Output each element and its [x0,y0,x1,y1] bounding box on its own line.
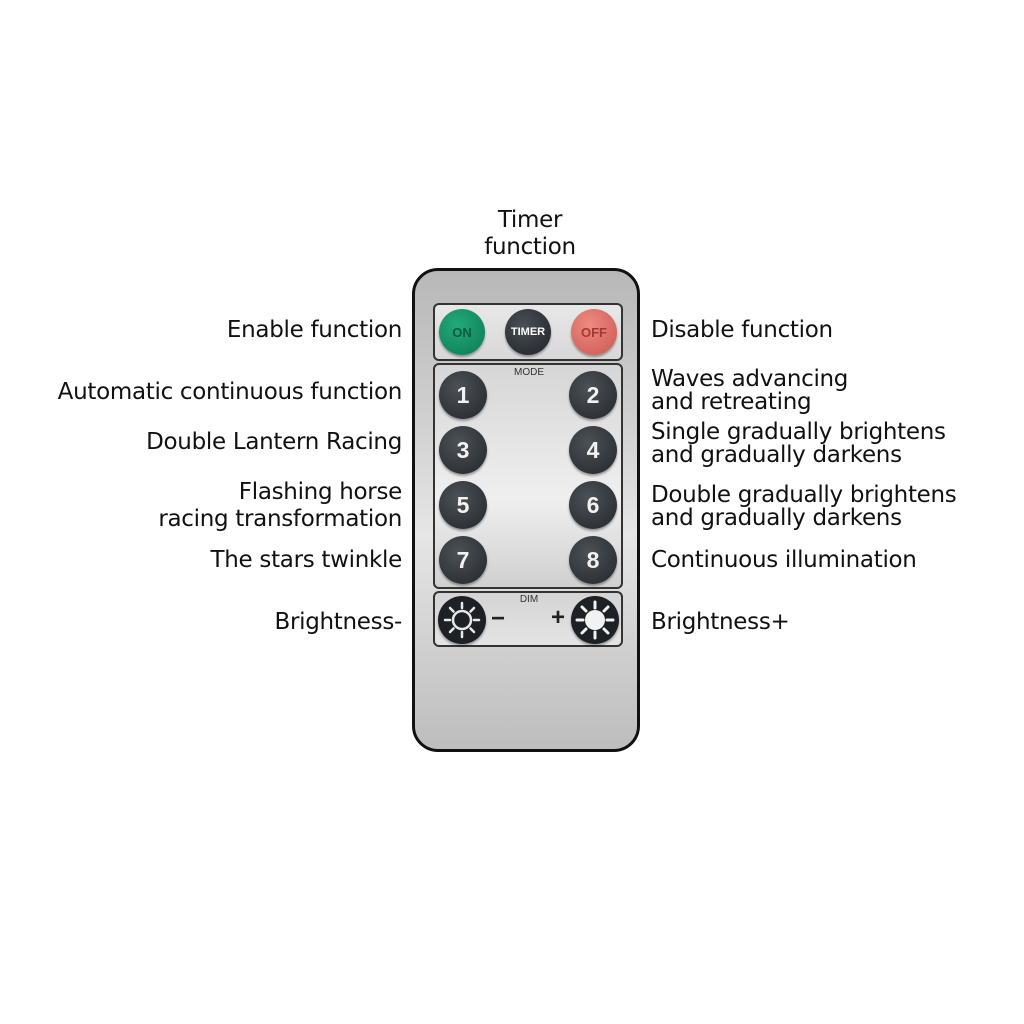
single-line1: Single gradually brightens [651,419,946,445]
power-panel: ON TIMER OFF [433,303,623,361]
waves-advancing-label: Waves advancing and retreating [651,368,848,414]
waves-line1: Waves advancing [651,366,849,392]
minus-sign: − [491,605,506,632]
mode-button-7[interactable]: 7 [439,536,487,584]
mode-button-3[interactable]: 3 [439,426,487,474]
timer-label-line1: Timer [497,207,563,233]
timer-function-label: Timer function [460,209,600,259]
stars-twinkle-label: The stars twinkle [210,547,403,573]
double-lantern-racing-label: Double Lantern Racing [146,429,402,455]
mode-button-8[interactable]: 8 [569,536,617,584]
waves-line2: and retreating [651,389,812,415]
flashing-horse-label: Flashing horse racing transformation [158,481,402,531]
mode-button-5[interactable]: 5 [439,481,487,529]
brightness-plus-label: Brightness+ [651,609,790,635]
timer-button[interactable]: TIMER [505,309,551,355]
mode-button-2[interactable]: 2 [569,371,617,419]
double-line1: Double gradually brightens [651,482,957,508]
timer-label-line2: function [484,234,576,260]
off-button[interactable]: OFF [571,309,617,355]
mode-panel: MODE 1 2 3 4 5 6 7 8 [433,363,623,589]
flashing-horse-line2: racing transformation [158,506,402,532]
disable-function-label: Disable function [651,317,833,343]
flashing-horse-line1: Flashing horse [238,479,403,505]
double-gradually-label: Double gradually brightens and gradually… [651,484,957,530]
plus-sign: + [551,604,566,631]
automatic-continuous-label: Automatic continuous function [57,379,403,405]
single-line2: and gradually darkens [651,442,902,468]
mode-button-4[interactable]: 4 [569,426,617,474]
continuous-illumination-label: Continuous illumination [651,547,917,573]
double-line2: and gradually darkens [651,505,902,531]
mode-button-1[interactable]: 1 [439,371,487,419]
mode-button-6[interactable]: 6 [569,481,617,529]
remote-control: ON TIMER OFF MODE 1 2 3 4 5 6 7 8 DIM − [412,268,640,752]
mode-label: MODE [514,367,544,378]
dim-panel: DIM − + [433,591,623,647]
dim-minus-button[interactable] [438,596,486,644]
enable-function-label: Enable function [226,317,402,343]
sun-filled-icon [575,600,615,640]
sun-outline-icon [443,601,481,639]
brightness-minus-label: Brightness- [274,609,402,635]
dim-label: DIM [519,594,539,605]
on-button[interactable]: ON [439,309,485,355]
dim-plus-button[interactable] [571,596,619,644]
single-gradually-label: Single gradually brightens and gradually… [651,421,946,467]
